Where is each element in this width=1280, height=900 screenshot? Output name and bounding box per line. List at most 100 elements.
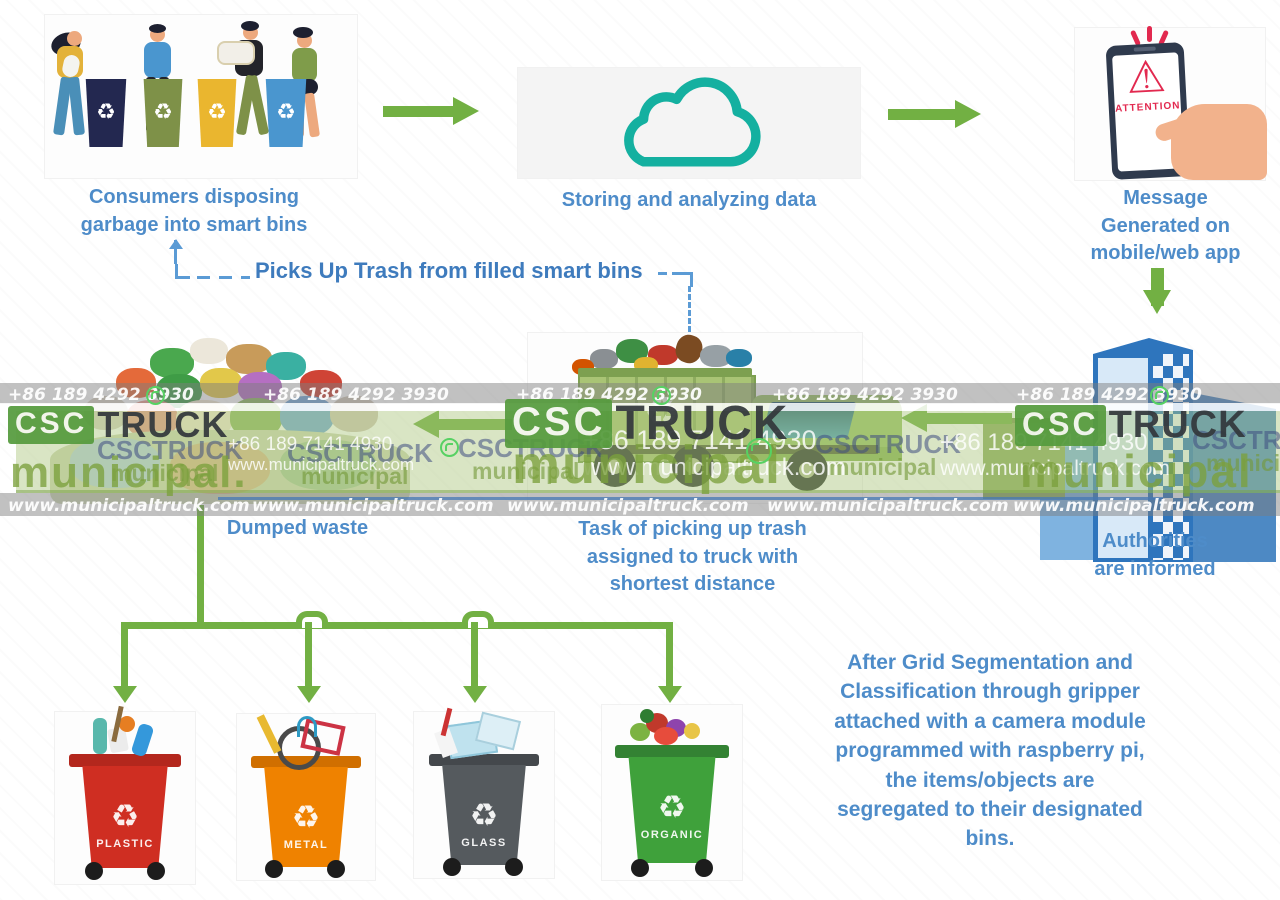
dash xyxy=(658,272,667,275)
person1-leg xyxy=(67,76,86,136)
watermark-blue-line xyxy=(218,497,1163,500)
smart-bin-blue: ♻ xyxy=(265,79,307,147)
fork-branch xyxy=(305,622,312,686)
blue-up-arrowhead xyxy=(169,232,183,249)
fork-branch xyxy=(666,622,673,686)
watermark-small-municipal: municipal xyxy=(829,453,937,480)
watermark-municipal: municipal xyxy=(1020,445,1253,497)
fork-bar xyxy=(121,622,673,629)
waste-item xyxy=(226,344,272,374)
watermark-phone: +86 189 4292 3930 xyxy=(8,385,194,405)
building-tall xyxy=(1093,338,1193,562)
bin-rim xyxy=(69,754,181,767)
waste-item xyxy=(190,338,228,364)
waste-item xyxy=(280,396,334,436)
watermark-web: www.municipaltruck.com xyxy=(507,496,749,516)
logo-truck: TRUCK xyxy=(97,404,229,445)
watermark-website: www.municipaltruck.com xyxy=(583,454,846,482)
bin-rim xyxy=(615,745,729,758)
dash-corner-left xyxy=(175,264,190,279)
recycle-icon: ♻ xyxy=(469,796,499,834)
watermark-website: www.municipaltruck.com xyxy=(228,455,415,475)
smart-bin-navy: ♻ xyxy=(85,79,127,147)
bin-panel-metal: ♻ METAL xyxy=(237,714,375,880)
bin-panel-organic: ♻ ORGANIC xyxy=(602,705,742,880)
watermark-small-municipal: municipal xyxy=(301,462,409,489)
watermark-small-municipal: municipal xyxy=(472,457,580,484)
consumers-illustration: ♻ ♻ ♻ ♻ xyxy=(45,15,357,178)
smart-bin-yellow: ♻ xyxy=(197,79,237,147)
waste-item xyxy=(330,396,378,432)
fork-branch xyxy=(121,622,128,686)
fork-arrowhead xyxy=(297,686,321,715)
person4-leg xyxy=(303,92,321,138)
bin-wheel xyxy=(505,858,523,876)
arrow-message-to-authorities xyxy=(1143,268,1171,314)
logo-csc: CSC xyxy=(505,399,613,448)
person3-hair xyxy=(241,21,259,31)
caption-dumped-waste: Dumped waste xyxy=(226,517,369,539)
caption-message: Message Generated on mobile/web app xyxy=(1090,187,1241,265)
attention-label: ATTENTION xyxy=(1114,100,1181,116)
logo-truck: TRUCK xyxy=(1108,404,1247,446)
building-right-blue xyxy=(1188,392,1276,562)
watermark-municipal: municipal. xyxy=(10,448,248,497)
waste-item xyxy=(300,370,342,398)
waste-item xyxy=(280,440,376,490)
trash-pencil xyxy=(256,714,282,754)
watermark-small-csctruck: CSCTRUCK xyxy=(287,438,433,468)
person4-hair xyxy=(293,27,313,38)
truck-wheel xyxy=(672,445,714,487)
dash xyxy=(241,276,250,279)
person3-cardboard-stack xyxy=(217,41,255,65)
watermark-small-brand: CSCTRUCK municipal xyxy=(97,435,243,485)
watermark-web: www.municipaltruck.com xyxy=(1013,496,1255,516)
chassis xyxy=(578,445,878,454)
fork-arrowhead xyxy=(113,686,137,715)
bin-body-organic: ♻ ORGANIC xyxy=(628,757,716,863)
whatsapp-icon xyxy=(746,438,772,464)
dashed-drop-to-truck xyxy=(688,286,691,332)
trash-veg xyxy=(630,723,650,741)
segmentation-paragraph: After Grid Segmentation and Classificati… xyxy=(834,651,1146,851)
trash-veg xyxy=(640,709,654,723)
bin-panel-glass: ♻ GLASS xyxy=(414,707,554,878)
watermark-website: www.municipaltruck.com xyxy=(940,456,1170,480)
blue-up-arrow-shaft xyxy=(174,240,177,264)
bin-label: METAL xyxy=(283,839,329,851)
whatsapp-icon xyxy=(1150,386,1169,405)
warning-triangle-icon: ⚠ xyxy=(1125,51,1168,105)
bin-label: ORGANIC xyxy=(640,829,704,841)
bin-panel-plastic: ♻ PLASTIC xyxy=(55,705,195,884)
recycle-icon: ♻ xyxy=(207,100,227,125)
watermark-small-csctruck: CSCTRUCK xyxy=(1192,425,1280,455)
person1-head xyxy=(67,31,82,46)
watermark-web: www.municipaltruck.com xyxy=(8,496,250,516)
watermark-small-brand: CSCTRUCK municipal xyxy=(287,438,433,489)
truck-trash xyxy=(590,349,618,369)
arrow-truck-to-pile xyxy=(413,410,512,438)
whatsapp-icon xyxy=(146,386,165,405)
arrow-consumers-to-cloud xyxy=(383,97,479,125)
bin-wheel xyxy=(695,859,713,877)
trash-hook xyxy=(297,716,317,737)
trash-veg xyxy=(684,723,700,739)
alert-phone-illustration: ⚠ ATTENTION xyxy=(1075,26,1267,180)
csctruck-logo: CSC TRUCK xyxy=(1015,404,1247,447)
recycle-icon: ♻ xyxy=(110,797,140,835)
bin-body-plastic: ♻ PLASTIC xyxy=(82,766,168,868)
waste-item xyxy=(200,368,242,398)
bin-wheel xyxy=(85,862,103,880)
authority-buildings xyxy=(980,330,1280,562)
bin-label: GLASS xyxy=(461,837,507,849)
logo-csc: CSC xyxy=(8,406,95,444)
watermark-contact: +86 189 7141 4930 www.municipaltruck.com xyxy=(583,425,846,482)
waste-item xyxy=(170,442,270,494)
caption-consumers: Consumers disposing garbage into smart b… xyxy=(80,186,308,236)
fork-branch xyxy=(471,622,478,686)
logo-csc: CSC xyxy=(1015,405,1106,446)
bin-wheel xyxy=(631,859,649,877)
watermark-small-csctruck: CSCTRUCK xyxy=(97,435,243,465)
fork-hop xyxy=(462,611,494,628)
dash-corner-right xyxy=(678,272,693,287)
